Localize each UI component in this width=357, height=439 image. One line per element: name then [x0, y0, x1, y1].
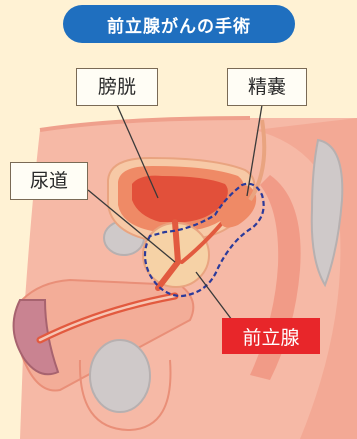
label-prostate: 前立腺 [222, 318, 320, 354]
label-seminal-vesicle: 精嚢 [227, 68, 307, 106]
label-bladder: 膀胱 [76, 68, 158, 106]
label-urethra: 尿道 [10, 162, 88, 200]
testis [90, 340, 150, 412]
page-title: 前立腺がんの手術 [63, 5, 295, 43]
